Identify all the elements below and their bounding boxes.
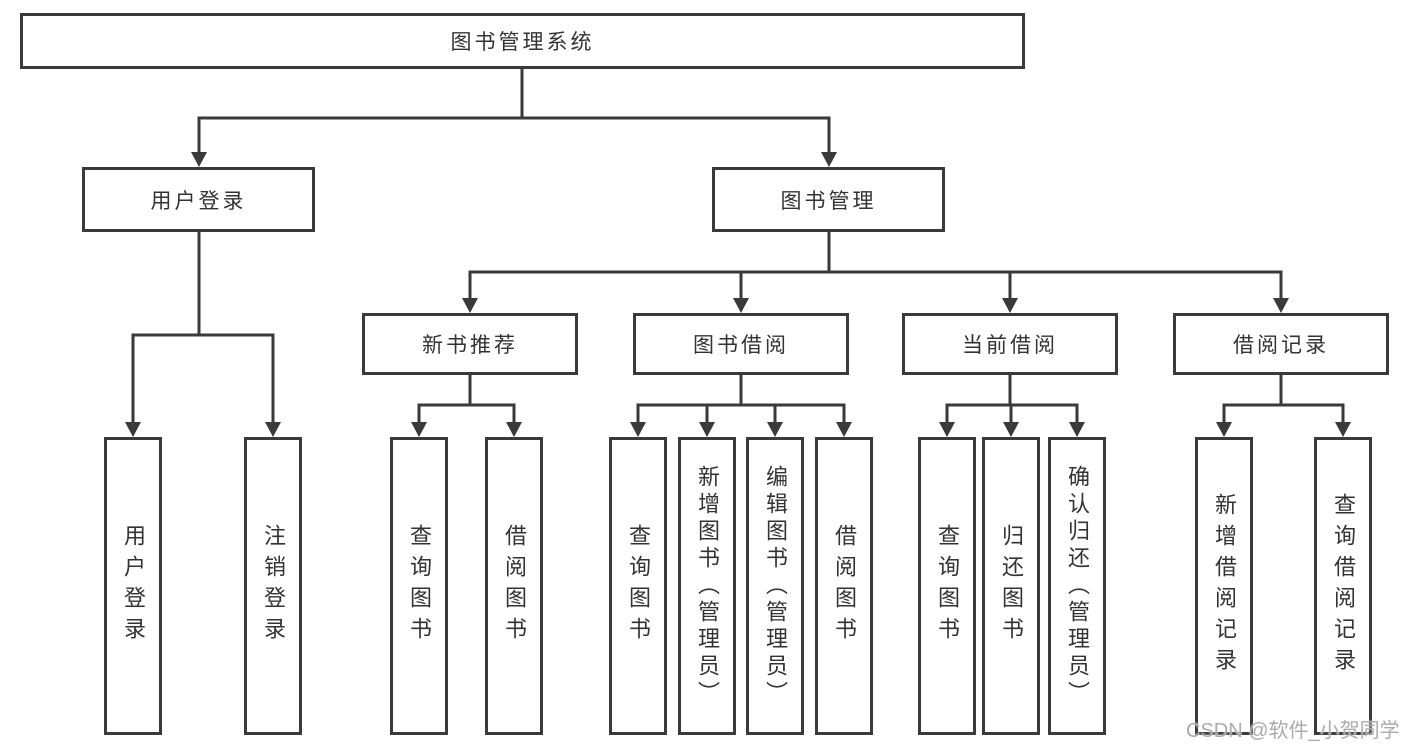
arrow-down-icon — [939, 422, 955, 437]
node-label: 用户登录 — [121, 524, 146, 648]
watermark: CSDN @软件_小贺同学 — [1186, 720, 1400, 742]
arrow-down-icon — [1003, 422, 1019, 437]
arrow-down-icon — [506, 422, 522, 437]
leaf-user-login: 用户登录 — [104, 437, 162, 735]
edge-records-split — [1222, 403, 1345, 424]
leaf-edit-books-admin: 编辑图书（管理员） — [746, 437, 804, 735]
node-label: 当前借阅 — [962, 334, 1058, 357]
edge-mgmt-split — [468, 270, 1283, 301]
node-label: 新增图书（管理员） — [695, 464, 720, 708]
node-borrow-records: 借阅记录 — [1173, 313, 1389, 375]
leaf-return-books: 归还图书 — [982, 437, 1040, 735]
node-label: 借阅记录 — [1233, 334, 1329, 357]
leaf-query-books-recommend: 查询图书 — [390, 437, 448, 735]
node-label: 确认归还（管理员） — [1065, 464, 1090, 708]
node-label: 图书借阅 — [693, 334, 789, 357]
leaf-add-books-admin: 新增图书（管理员） — [678, 437, 736, 735]
leaf-query-books-borrow: 查询图书 — [609, 437, 667, 735]
arrow-down-icon — [1002, 298, 1018, 313]
arrow-down-icon — [699, 422, 715, 437]
node-label: 查询图书 — [407, 524, 432, 648]
node-label: 图书管理系统 — [450, 31, 595, 54]
arrow-down-icon — [1335, 422, 1351, 437]
leaf-logout: 注销登录 — [244, 437, 302, 735]
leaf-query-books-current: 查询图书 — [918, 437, 976, 735]
arrowheads — [125, 152, 1351, 437]
tree-edges — [131, 69, 1345, 424]
arrow-down-icon — [462, 298, 478, 313]
node-label: 新书推荐 — [422, 334, 518, 357]
leaf-add-borrow-record: 新增借阅记录 — [1195, 437, 1253, 735]
leaf-confirm-return-admin: 确认归还（管理员） — [1048, 437, 1106, 735]
arrow-down-icon — [821, 152, 837, 167]
node-current-borrow: 当前借阅 — [902, 313, 1118, 375]
arrow-down-icon — [1273, 298, 1289, 313]
arrow-down-icon — [411, 422, 427, 437]
node-label: 借阅图书 — [832, 524, 857, 648]
node-label: 借阅图书 — [502, 524, 527, 648]
arrow-down-icon — [836, 422, 852, 437]
leaf-borrow-books: 借阅图书 — [815, 437, 873, 735]
node-book-management: 图书管理 — [712, 167, 945, 232]
node-label: 查询图书 — [935, 524, 960, 648]
node-label: 用户登录 — [150, 189, 247, 213]
node-label: 查询借阅记录 — [1331, 493, 1356, 679]
arrow-down-icon — [1216, 422, 1232, 437]
arrow-down-icon — [125, 422, 141, 437]
node-label: 编辑图书（管理员） — [763, 464, 788, 708]
node-label: 归还图书 — [999, 524, 1024, 648]
edge-root-split — [197, 116, 831, 154]
arrow-down-icon — [767, 422, 783, 437]
node-label: 图书管理 — [780, 189, 877, 213]
node-book-borrow: 图书借阅 — [633, 313, 849, 375]
node-new-book-recommend: 新书推荐 — [362, 313, 578, 375]
arrow-down-icon — [191, 152, 207, 167]
arrow-down-icon — [733, 298, 749, 313]
edge-newbook-split — [417, 403, 516, 424]
node-label: 查询图书 — [626, 524, 651, 648]
node-label: 新增借阅记录 — [1212, 493, 1237, 679]
node-user-login: 用户登录 — [82, 167, 315, 232]
edge-login-split — [131, 333, 275, 424]
node-system-root: 图书管理系统 — [20, 13, 1025, 69]
leaf-query-borrow-record: 查询借阅记录 — [1314, 437, 1372, 735]
leaf-borrow-books-recommend: 借阅图书 — [485, 437, 543, 735]
node-label: 注销登录 — [261, 524, 286, 648]
arrow-down-icon — [630, 422, 646, 437]
arrow-down-icon — [1069, 422, 1085, 437]
arrow-down-icon — [265, 422, 281, 437]
edge-borrow-split — [636, 403, 846, 424]
